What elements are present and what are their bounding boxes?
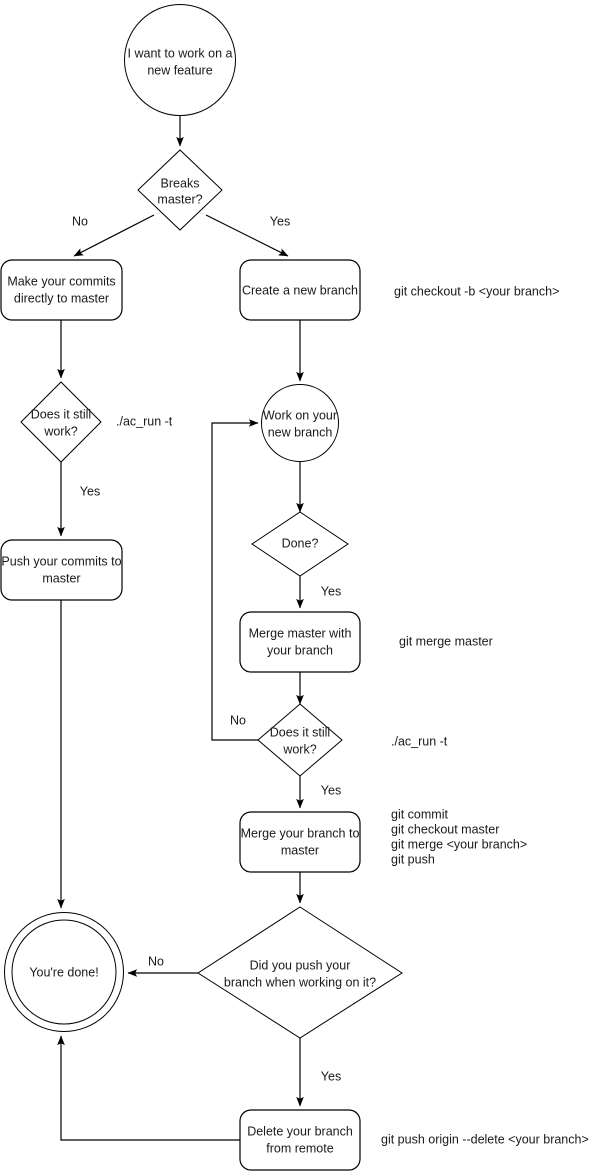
node-youre-done-label: You're done!: [29, 965, 98, 979]
node-breaks-master[interactable]: Breaks master?: [137, 149, 223, 231]
node-merge-master-label-line2: your branch: [267, 643, 333, 657]
nodes-layer: I want to work on a new feature Breaks m…: [0, 4, 403, 1171]
node-did-you-push[interactable]: Did you push your branch when working on…: [197, 906, 403, 1039]
edge-stillwork2-no-loopback: [211, 419, 260, 741]
annotation-merge-master-command: git merge master: [399, 634, 493, 648]
node-start-label-line1: I want to work on a: [128, 46, 233, 60]
node-merge-master-label-line1: Merge master with: [249, 626, 352, 640]
node-breaks-master-label-line2: master?: [157, 192, 202, 206]
edge-delete-to-done-return: [57, 1035, 240, 1141]
annotation-merge-branch-command-line1: git commit: [391, 807, 448, 821]
node-make-commits-to-master[interactable]: Make your commits directly to master: [0, 259, 123, 321]
edge-breaks-to-create-branch: [205, 214, 289, 257]
node-work-branch-label-line1: Work on your: [263, 408, 337, 422]
annotations-layer: git checkout -b <your branch> ./ac_run -…: [116, 284, 589, 1146]
node-work-branch-label-line2: new branch: [268, 425, 333, 439]
annotation-stillwork-left-command: ./ac_run -t: [116, 414, 173, 428]
node-work-on-new-branch[interactable]: Work on your new branch: [261, 384, 339, 462]
node-merge-branch-to-master[interactable]: Merge your branch to master: [239, 811, 361, 873]
node-does-it-still-work-right[interactable]: Does it still work?: [257, 703, 343, 777]
edge-label-did-push-no: No: [148, 954, 164, 968]
node-did-push-label-line2: branch when working on it?: [224, 975, 376, 989]
annotation-merge-branch-command-line4: git push: [391, 852, 435, 866]
node-create-branch-label-line1: Create a new branch: [242, 283, 358, 297]
node-start[interactable]: I want to work on a new feature: [124, 4, 236, 116]
edge-label-done-yes: Yes: [321, 584, 341, 598]
node-stillwork-left-label-line2: work?: [43, 424, 77, 438]
node-make-commits-label-line1: Make your commits: [7, 274, 115, 288]
youre-done-inner-ring: [11, 919, 117, 1025]
node-push-commits-label-line2: master: [42, 571, 80, 585]
annotation-merge-branch-command-line3: git merge <your branch>: [391, 837, 527, 851]
node-delete-branch-from-remote[interactable]: Delete your branch from remote: [239, 1109, 361, 1171]
node-merge-branch-label-line1: Merge your branch to: [241, 826, 360, 840]
node-stillwork-left-label-line1: Does it still: [31, 407, 91, 421]
edge-label-stillwork-left-yes: Yes: [80, 484, 100, 498]
edge-label-stillwork-right-no: No: [230, 713, 246, 727]
node-does-it-still-work-left[interactable]: Does it still work?: [20, 381, 102, 463]
node-push-commits-label-line1: Push your commits to: [1, 554, 121, 568]
node-youre-done[interactable]: You're done!: [4, 912, 124, 1032]
edge-breaks-to-commits: [73, 214, 155, 257]
annotation-merge-branch-command-line2: git checkout master: [391, 822, 499, 836]
node-merge-master-with-branch[interactable]: Merge master with your branch: [239, 611, 361, 673]
node-create-new-branch[interactable]: Create a new branch: [239, 259, 361, 321]
node-delete-branch-label-line1: Delete your branch: [247, 1124, 353, 1138]
node-done-question-label: Done?: [282, 536, 319, 550]
node-stillwork-right-label-line1: Does it still: [270, 725, 330, 739]
node-push-commits-to-master[interactable]: Push your commits to master: [0, 539, 123, 601]
edge-label-did-push-yes: Yes: [321, 1069, 341, 1083]
edge-label-breaks-no: No: [72, 214, 88, 228]
edge-label-breaks-yes: Yes: [270, 214, 290, 228]
node-start-label-line2: new feature: [147, 63, 212, 77]
node-merge-branch-label-line2: master: [281, 843, 319, 857]
node-did-push-label-line1: Did you push your: [250, 958, 351, 972]
annotation-create-branch-command: git checkout -b <your branch>: [394, 284, 559, 298]
annotation-stillwork-right-command: ./ac_run -t: [391, 734, 448, 748]
node-delete-branch-label-line2: from remote: [266, 1141, 333, 1155]
node-breaks-master-label-line1: Breaks: [161, 176, 200, 190]
edge-label-stillwork-right-yes: Yes: [321, 783, 341, 797]
node-make-commits-label-line2: directly to master: [14, 291, 109, 305]
edge-labels-layer: No Yes Yes Yes No Yes No Yes: [72, 214, 341, 1083]
node-done-question[interactable]: Done?: [251, 511, 349, 577]
annotation-delete-branch-command: git push origin --delete <your branch>: [381, 1132, 589, 1146]
node-stillwork-right-label-line2: work?: [282, 742, 316, 756]
